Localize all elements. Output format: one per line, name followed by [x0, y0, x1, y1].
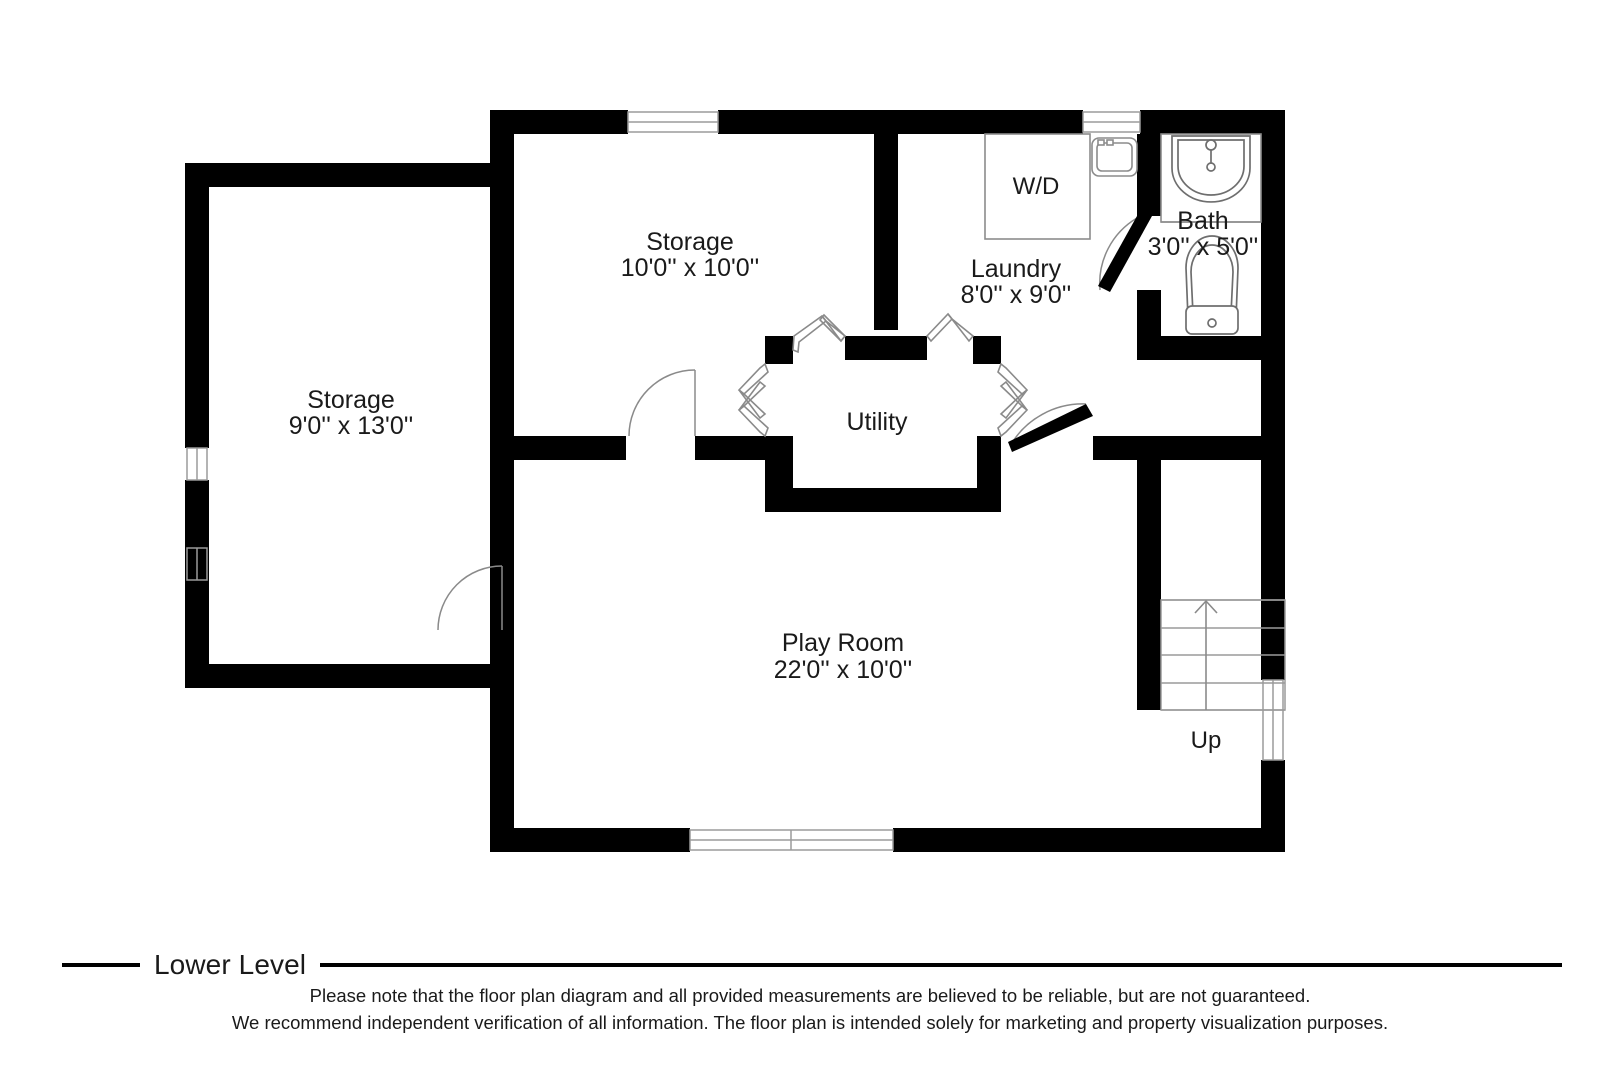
room-label-laundry-dims: 8'0'' x 9'0'' — [961, 281, 1072, 309]
disclaimer-line-1: Please note that the floor plan diagram … — [309, 985, 1311, 1006]
plan-footer: Lower Level Please note that the floor p… — [0, 930, 1620, 1080]
washer-dryer-fixture — [984, 133, 1091, 240]
toilet-fixture — [1185, 235, 1239, 335]
room-label-storage-left-name: Storage — [307, 386, 395, 414]
exterior-walls — [185, 110, 1285, 852]
room-label-laundry-name: Laundry — [971, 255, 1062, 283]
stairs-up-label: Up — [1191, 727, 1222, 754]
room-label-play-room-name: Play Room — [782, 629, 904, 657]
level-title: Lower Level — [154, 949, 307, 980]
disclaimer-line-2: We recommend independent verification of… — [231, 1012, 1389, 1033]
room-label-storage-left-dims: 9'0'' x 13'0'' — [289, 412, 414, 440]
room-label-storage-top-name: Storage — [646, 228, 734, 256]
windows — [186, 111, 1284, 851]
room-label-utility-name: Utility — [846, 408, 908, 436]
utility-bifold-doors — [737, 312, 1029, 438]
bathroom-sink-fixture — [1160, 133, 1262, 223]
room-label-bath-dims: 3'0'' x 5'0'' — [1148, 233, 1259, 261]
level-title-row: Lower Level — [62, 945, 1562, 985]
disclaimer-block: Please note that the floor plan diagram … — [0, 982, 1620, 1036]
washer-dryer-label: W/D — [1013, 173, 1060, 200]
room-label-storage-top-dims: 10'0'' x 10'0'' — [621, 254, 759, 282]
room-label-bath-name: Bath — [1177, 207, 1228, 235]
room-labels: Storage 9'0'' x 13'0'' Storage 10'0'' x … — [289, 173, 1259, 754]
room-label-play-room-dims: 22'0'' x 10'0'' — [774, 656, 912, 684]
level-rule-right — [320, 963, 1562, 967]
laundry-sink-fixture — [1091, 137, 1138, 177]
staircase — [1160, 599, 1286, 711]
level-rule-left — [62, 963, 140, 967]
door-swings — [437, 216, 1152, 631]
